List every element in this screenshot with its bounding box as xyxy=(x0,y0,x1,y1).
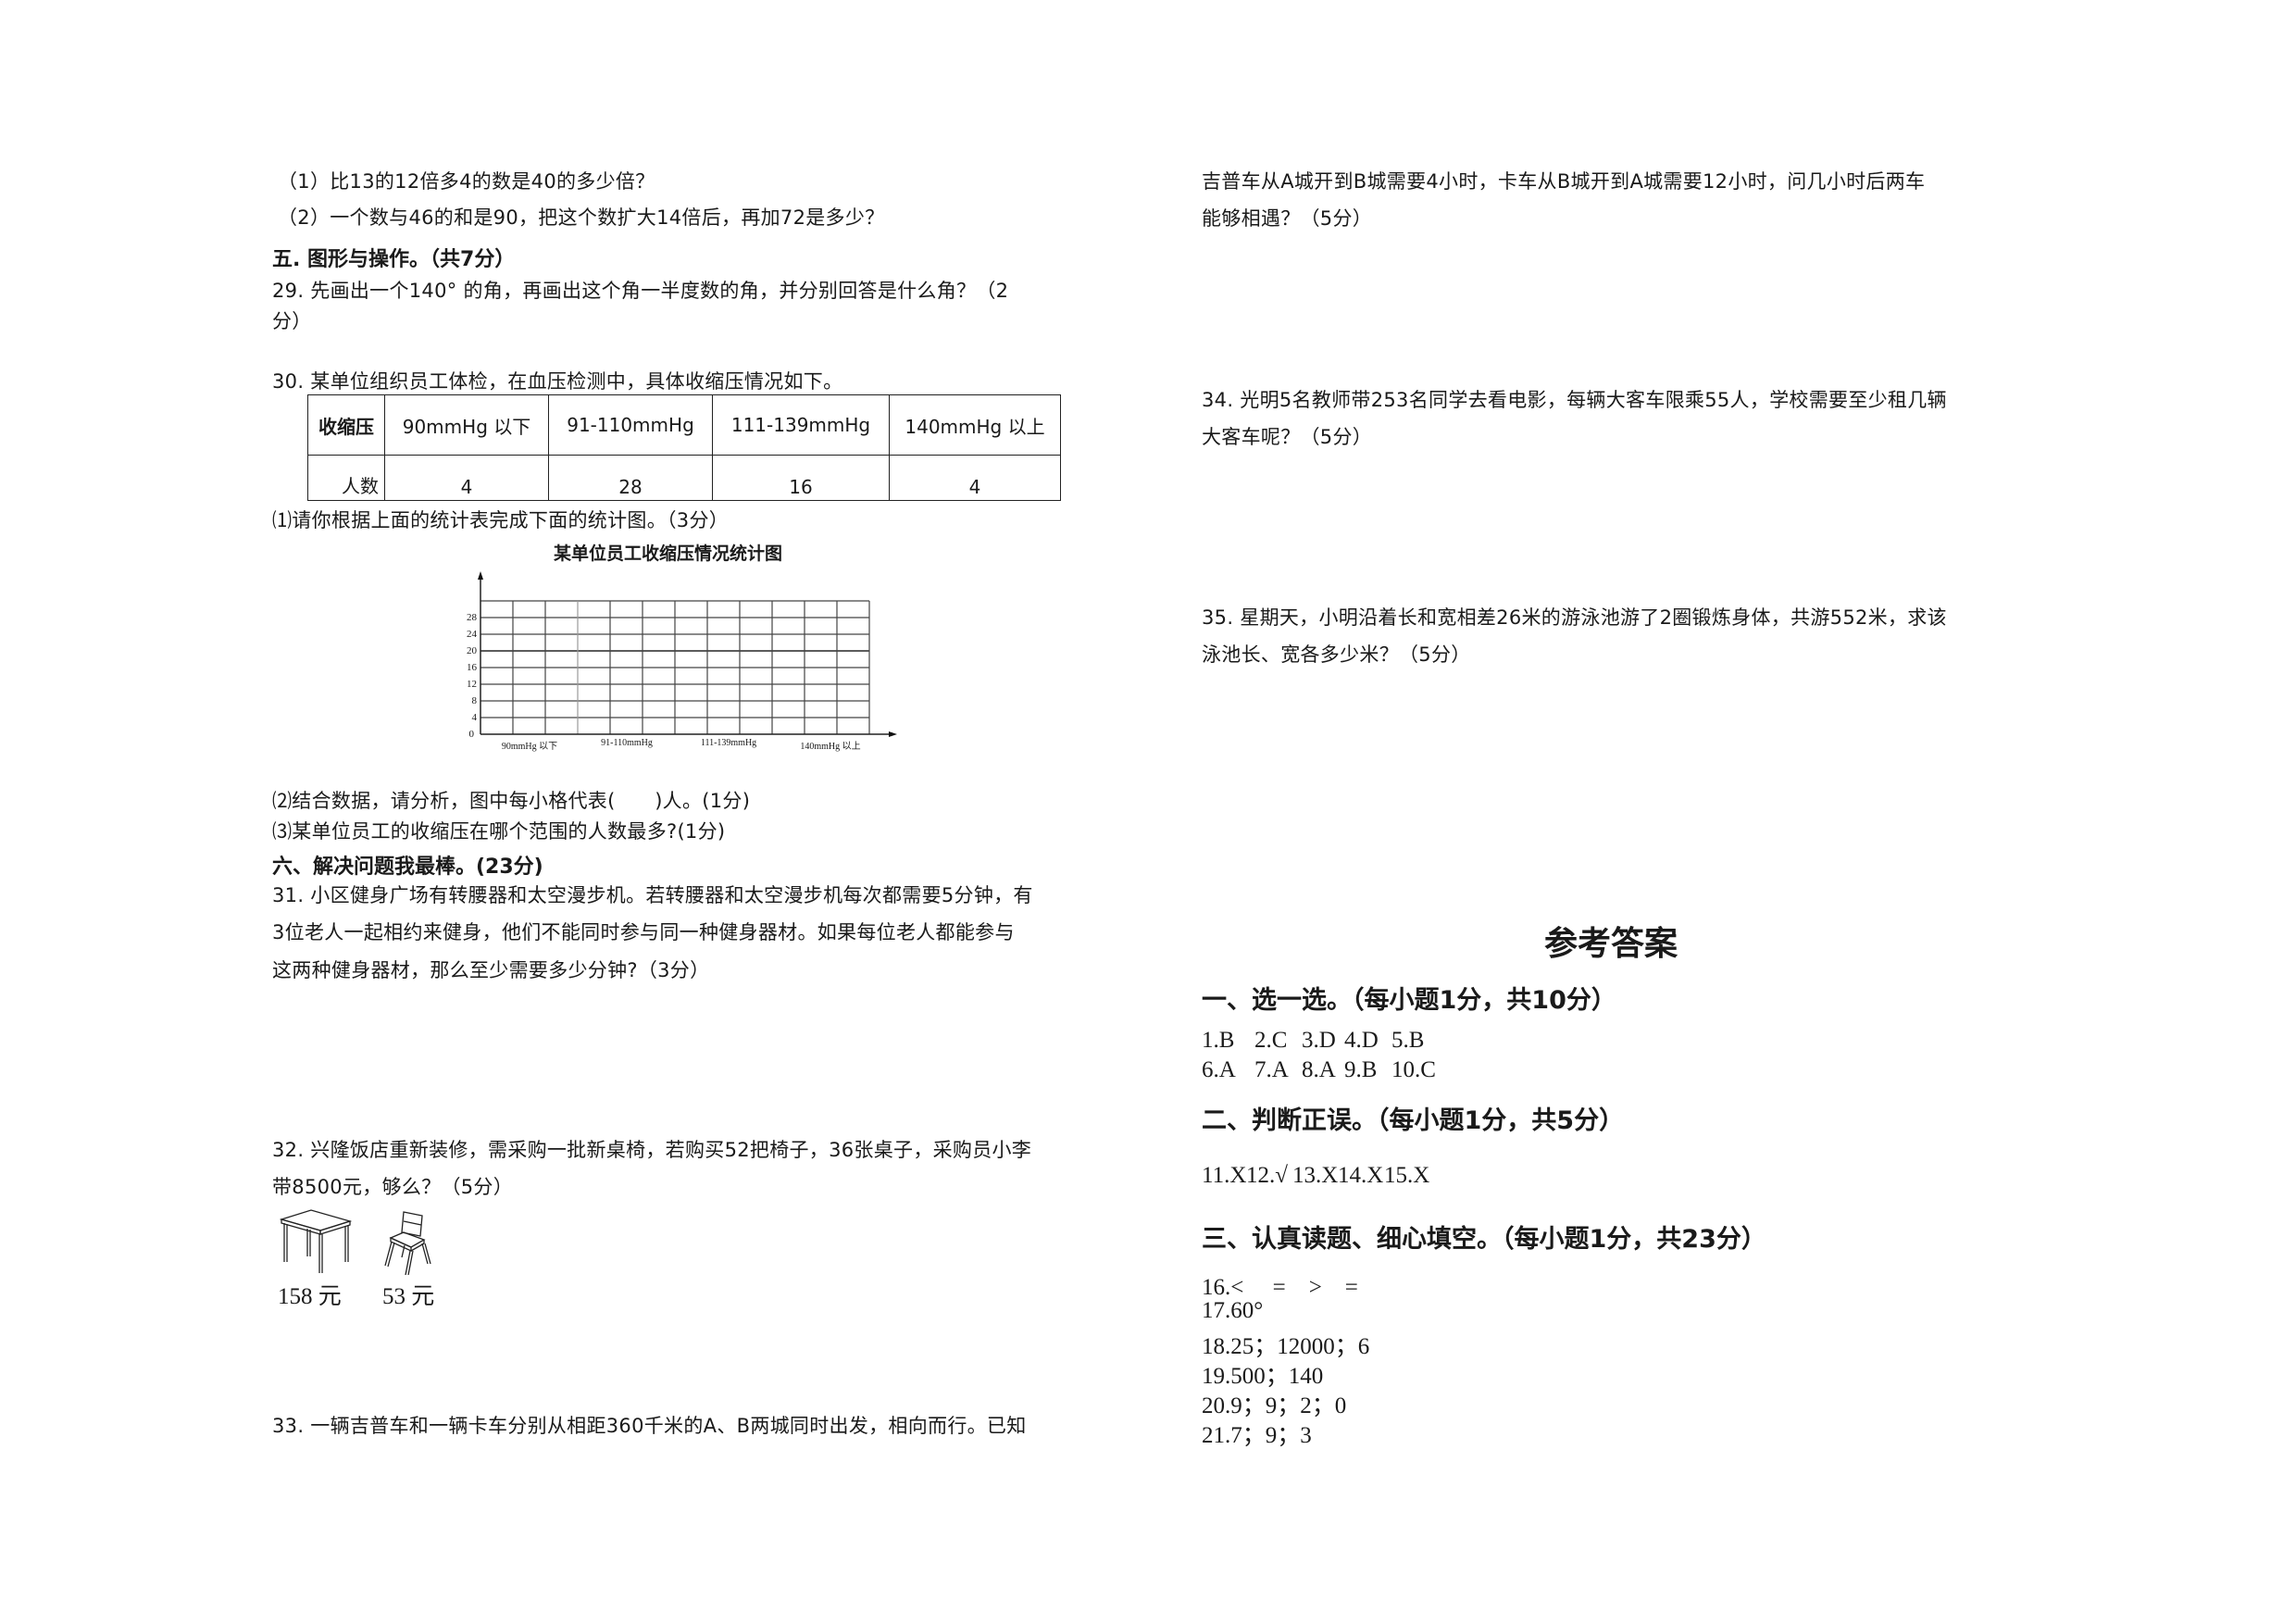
question-32-line1: 32. 兴隆饭店重新装修，需采购一批新桌椅，若购买52把椅子，36张桌子，采购员… xyxy=(272,1139,1032,1161)
question-30-part1: ⑴请你根据上面的统计表完成下面的统计图。（3分） xyxy=(272,509,730,531)
table-price-label: 158 元 xyxy=(278,1284,342,1309)
answer-item: 11.X xyxy=(1202,1163,1247,1188)
answer-section-1-title: 一、选一选。（每小题1分，共10分） xyxy=(1202,986,1616,1015)
section-5-title: 五. 图形与操作。（共7分） xyxy=(272,248,516,271)
y-tick-label: 24 xyxy=(467,629,477,640)
table-header-cell: 收缩压 xyxy=(307,394,385,456)
question-29-line2: 分） xyxy=(272,310,312,332)
x-category-label: 90mmHg 以下 xyxy=(501,742,558,752)
question-30-intro: 30. 某单位组织员工体检，在血压检测中，具体收缩压情况如下。 xyxy=(272,370,843,393)
answer-line: 19.500；140 xyxy=(1202,1364,1324,1389)
question-31-line1: 31. 小区健身广场有转腰器和太空漫步机。若转腰器和太空漫步机每次都需要5分钟，… xyxy=(272,884,1033,906)
question-31-line2: 3位老人一起相约来健身，他们不能同时参与同一种健身器材。如果每位老人都能参与 xyxy=(272,921,1015,943)
chair-furniture-icon xyxy=(384,1211,431,1275)
answer-line: 16.< = > = xyxy=(1202,1275,1358,1300)
question-32-line2: 带8500元，够么？（5分） xyxy=(272,1176,514,1198)
x-category-label: 140mmHg 以上 xyxy=(800,742,861,752)
answer-item: 9.B xyxy=(1344,1057,1378,1082)
question-33-line3: 能够相遇？（5分） xyxy=(1202,207,1373,230)
answer-item: 7.A xyxy=(1254,1057,1289,1082)
y-tick-label: 16 xyxy=(467,662,477,673)
y-tick-label: 20 xyxy=(467,645,477,656)
y-tick-label: 28 xyxy=(467,612,477,623)
answer-key-title: 参考答案 xyxy=(1544,925,1678,963)
question-33-line1: 33. 一辆吉普车和一辆卡车分别从相距360千米的A、B两城同时出发，相向而行。… xyxy=(272,1415,1027,1437)
table-header-row: 收缩压 90mmHg 以下 91-110mmHg 111-139mmHg 140… xyxy=(307,394,1061,456)
sub-question-2: （2）一个数与46的和是90，把这个数扩大14倍后，再加72是多少？ xyxy=(278,206,885,229)
answer-item: 14.X xyxy=(1338,1163,1384,1188)
answer-item: 15.X xyxy=(1384,1163,1430,1188)
answer-item: 10.C xyxy=(1391,1057,1436,1082)
y-tick-label: 8 xyxy=(471,695,478,706)
table-row: 人数 4 28 16 4 xyxy=(307,455,1061,501)
question-29-line1: 29. 先画出一个140° 的角，再画出这个角一半度数的角，并分别回答是什么角？… xyxy=(272,280,1009,302)
table-cell: 16 xyxy=(712,455,890,501)
table-cell: 28 xyxy=(548,455,713,501)
answer-item: 3.D xyxy=(1302,1028,1336,1053)
answer-line: 21.7；9；3 xyxy=(1202,1423,1312,1448)
table-furniture-icon xyxy=(279,1209,353,1273)
answer-item: 6.A xyxy=(1202,1057,1236,1082)
question-35-line2: 泳池长、宽各多少米？（5分） xyxy=(1202,643,1471,666)
answer-line: 20.9；9；2；0 xyxy=(1202,1393,1347,1418)
answer-line: 18.25；12000；6 xyxy=(1202,1334,1370,1359)
question-33-line2: 吉普车从A城开到B城需要4小时，卡车从B城开到A城需要12小时，问几小时后两车 xyxy=(1202,170,1926,193)
answer-item: 13.X xyxy=(1292,1163,1339,1188)
chart-title: 某单位员工收缩压情况统计图 xyxy=(554,543,783,564)
question-30-part3: ⑶某单位员工的收缩压在哪个范围的人数最多?(1分) xyxy=(272,820,726,843)
question-34-line1: 34. 光明5名教师带253名同学去看电影，每辆大客车限乘55人，学校需要至少租… xyxy=(1202,389,1947,411)
blood-pressure-table: 收缩压 90mmHg 以下 91-110mmHg 111-139mmHg 140… xyxy=(307,394,1061,501)
y-tick-label: 4 xyxy=(471,712,478,723)
answer-item: 5.B xyxy=(1391,1028,1425,1053)
table-header-cell: 111-139mmHg xyxy=(712,394,890,456)
answer-item: 4.D xyxy=(1344,1028,1379,1053)
x-category-label: 91-110mmHg xyxy=(601,738,653,748)
answer-item: 8.A xyxy=(1302,1057,1336,1082)
answer-section-3-title: 三、认真读题、细心填空。（每小题1分，共23分） xyxy=(1202,1225,1766,1254)
chair-price-label: 53 元 xyxy=(382,1284,435,1309)
question-31-line3: 这两种健身器材，那么至少需要多少分钟?（3分） xyxy=(272,959,710,981)
question-30-part2: ⑵结合数据，请分析，图中每小格代表( )人。(1分) xyxy=(272,790,751,812)
answer-item: 1.B xyxy=(1202,1028,1235,1053)
answer-item: 2.C xyxy=(1254,1028,1288,1053)
table-cell: 4 xyxy=(384,455,549,501)
section-6-title: 六、解决问题我最棒。(23分) xyxy=(272,856,543,879)
question-35-line1: 35. 星期天，小明沿着长和宽相差26米的游泳池游了2圈锻炼身体，共游552米，… xyxy=(1202,606,1947,629)
answer-line: 17.60° xyxy=(1202,1298,1264,1323)
answer-item: 12.√ xyxy=(1246,1163,1288,1188)
table-header-cell: 91-110mmHg xyxy=(548,394,713,456)
table-row-label: 人数 xyxy=(307,455,385,501)
answer-section-2-title: 二、判断正误。（每小题1分，共5分） xyxy=(1202,1106,1625,1135)
sub-question-1: （1）比13的12倍多4的数是40的多少倍？ xyxy=(278,170,655,193)
table-header-cell: 90mmHg 以下 xyxy=(384,394,549,456)
question-34-line2: 大客车呢？（5分） xyxy=(1202,426,1373,448)
table-cell: 4 xyxy=(889,455,1061,501)
y-tick-label: 0 xyxy=(468,729,475,740)
table-header-cell: 140mmHg 以上 xyxy=(889,394,1061,456)
x-category-label: 111-139mmHg xyxy=(700,738,757,748)
y-tick-label: 12 xyxy=(467,679,477,690)
